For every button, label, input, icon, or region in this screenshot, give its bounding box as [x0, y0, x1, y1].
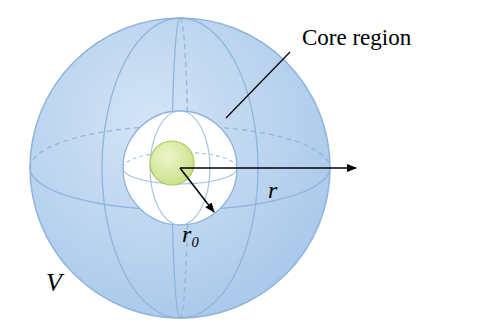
volume-label: V	[46, 270, 62, 296]
core-radius-label: r₀	[182, 222, 200, 246]
radius-label: r	[268, 178, 277, 202]
callout-label: Core region	[302, 26, 411, 49]
